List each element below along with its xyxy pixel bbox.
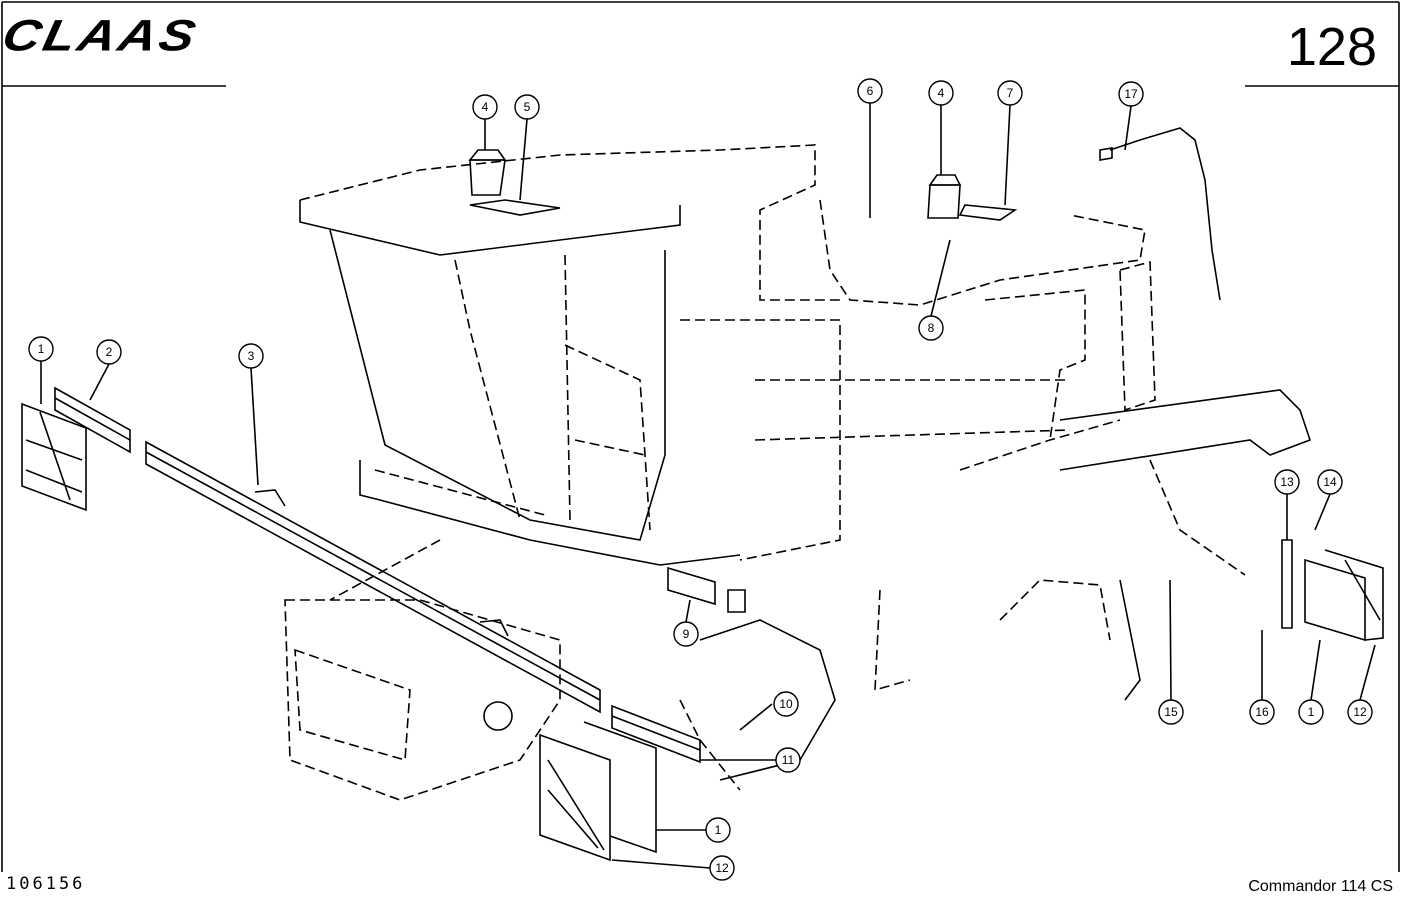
svg-text:11: 11 <box>782 753 795 767</box>
svg-text:13: 13 <box>1280 475 1294 489</box>
callout-4-right: 4 <box>928 80 954 106</box>
beacon-right <box>927 174 1018 221</box>
svg-text:14: 14 <box>1323 475 1337 489</box>
warning-plate-left <box>21 402 87 512</box>
svg-text:12: 12 <box>715 861 729 875</box>
svg-text:3: 3 <box>248 349 255 363</box>
svg-text:1: 1 <box>715 823 722 837</box>
svg-text:1: 1 <box>1308 705 1315 719</box>
warning-plate-bottom <box>539 721 657 862</box>
callout-9: 9 <box>673 621 699 647</box>
callout-8: 8 <box>918 315 944 341</box>
warning-beam <box>145 440 601 714</box>
callout-3: 3 <box>238 343 264 369</box>
callout-10: 10 <box>773 691 799 717</box>
svg-text:12: 12 <box>1353 705 1367 719</box>
callout-14: 14 <box>1317 469 1343 495</box>
combine-outline <box>284 144 1312 801</box>
bracket-rail-right <box>611 704 701 764</box>
callout-5: 5 <box>514 94 540 120</box>
callout-16: 16 <box>1249 699 1275 725</box>
cable-17 <box>1099 127 1221 301</box>
svg-text:7: 7 <box>1007 86 1014 100</box>
beacon-left <box>468 149 561 216</box>
svg-text:15: 15 <box>1164 705 1178 719</box>
callout-12-bottom: 12 <box>709 855 735 881</box>
callout-2: 2 <box>96 339 122 365</box>
model-name: Commandor 114 CS <box>1248 878 1393 895</box>
svg-text:10: 10 <box>779 697 793 711</box>
svg-text:4: 4 <box>938 86 945 100</box>
callout-17: 17 <box>1118 81 1144 107</box>
svg-text:2: 2 <box>106 345 113 359</box>
callout-15: 15 <box>1158 699 1184 725</box>
page-number: 128 <box>1286 17 1377 77</box>
svg-text:6: 6 <box>867 84 874 98</box>
bracket-rail-left <box>54 386 131 454</box>
callout-6: 6 <box>857 78 883 104</box>
callout-leaders <box>40 103 1376 869</box>
callout-12-right: 12 <box>1347 699 1373 725</box>
svg-text:16: 16 <box>1255 705 1269 719</box>
svg-text:8: 8 <box>928 321 935 335</box>
callout-1-right: 1 <box>1298 699 1324 725</box>
callout-4-left: 4 <box>472 94 498 120</box>
warning-plate-right <box>1281 539 1384 642</box>
svg-text:17: 17 <box>1124 87 1138 101</box>
frame-lines <box>1 1 1400 872</box>
svg-text:4: 4 <box>482 100 489 114</box>
svg-text:9: 9 <box>683 627 690 641</box>
drawing-number: 106156 <box>6 874 86 894</box>
svg-text:5: 5 <box>524 100 531 114</box>
callout-1-left: 1 <box>28 336 54 362</box>
callout-11: 11 <box>775 747 801 773</box>
bracket-9 <box>667 566 746 613</box>
svg-text:1: 1 <box>38 342 45 356</box>
callout-1-bottom: 1 <box>705 817 731 843</box>
callout-13: 13 <box>1274 469 1300 495</box>
callout-7: 7 <box>997 80 1023 106</box>
